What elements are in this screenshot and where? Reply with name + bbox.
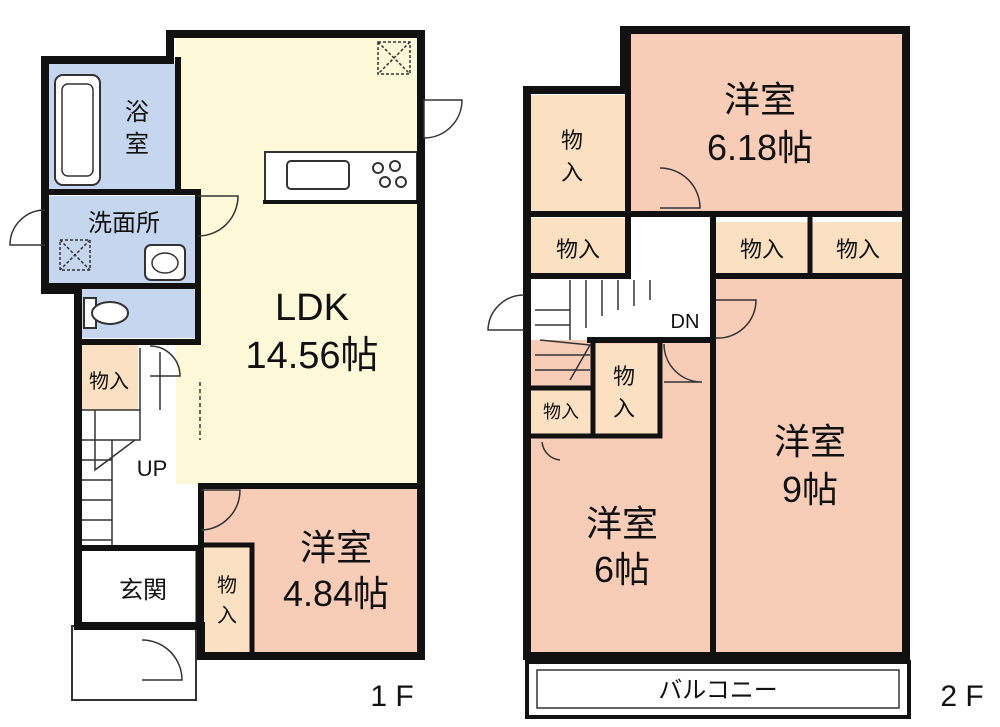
storage-tl-label-2: 入 xyxy=(561,160,583,185)
western-storage-1f-label-1: 物 xyxy=(217,574,237,597)
washroom-label: 洗面所 xyxy=(88,210,160,237)
stairs-1f xyxy=(80,348,161,548)
storage-tl-label-1: 物 xyxy=(561,128,583,153)
western-a-label: 洋室 xyxy=(724,79,796,120)
storage-r1-label: 物入 xyxy=(740,237,784,262)
storage-right-2 xyxy=(812,222,906,274)
western-1f-size-label: 4.84帖 xyxy=(283,573,389,614)
floor-1-label: 1 F xyxy=(370,680,413,713)
stairs-2f xyxy=(535,280,651,381)
western-room-c xyxy=(716,276,906,656)
storage-mid-label: 物入 xyxy=(556,237,600,262)
ldk-size-label: 14.56帖 xyxy=(245,335,378,377)
bath-label-1: 浴 xyxy=(125,99,149,126)
entrance-label: 玄関 xyxy=(119,577,167,604)
bathtub xyxy=(54,74,101,186)
storage-center-label-1: 物 xyxy=(613,364,635,389)
ldk-room xyxy=(176,34,421,484)
western-storage-1f-label-2: 入 xyxy=(217,605,237,627)
hall-2f xyxy=(531,276,711,340)
doors-2f xyxy=(487,167,757,461)
up-label: UP xyxy=(137,456,168,481)
western-storage-1f xyxy=(203,546,251,654)
kitchen-sink xyxy=(286,160,350,190)
storage-small-label: 物入 xyxy=(543,402,579,422)
storage-small xyxy=(531,390,591,434)
stove-icon xyxy=(372,160,407,188)
western-b-label: 洋室 xyxy=(586,503,658,544)
storage-center-label-2: 入 xyxy=(613,396,635,421)
storage-r2-label: 物入 xyxy=(836,237,880,262)
storage-center xyxy=(595,344,657,436)
floor-2-label: 2 F xyxy=(940,680,983,713)
walls-2f xyxy=(523,26,910,660)
stair-storage-label: 物入 xyxy=(89,370,129,393)
toilet-icon xyxy=(83,297,129,329)
ventilation-icon xyxy=(377,41,411,75)
wash-basin xyxy=(144,244,186,281)
western-room-a xyxy=(628,30,906,214)
entrance-porch xyxy=(71,625,197,701)
walls-1f xyxy=(41,30,425,660)
storage-right-1 xyxy=(716,222,809,274)
doors-1f xyxy=(9,99,463,681)
storage-mid-left xyxy=(531,218,628,274)
floor-2 xyxy=(487,26,911,719)
western-c-size-label: 9帖 xyxy=(782,469,838,510)
western-a-size-label: 6.18帖 xyxy=(707,127,813,168)
stair-storage-1f xyxy=(78,344,138,410)
bath-label-2: 室 xyxy=(125,131,149,158)
western-b-size-label: 6帖 xyxy=(594,549,650,590)
ventilation-icon xyxy=(59,239,91,271)
dn-label: DN xyxy=(671,311,700,333)
western-1f-label: 洋室 xyxy=(300,527,372,568)
western-c-label: 洋室 xyxy=(774,421,846,462)
floor-1 xyxy=(9,30,463,701)
balcony-label: バルコニー xyxy=(658,677,778,704)
ldk-label: LDK xyxy=(275,287,349,329)
storage-top-left xyxy=(531,95,628,213)
